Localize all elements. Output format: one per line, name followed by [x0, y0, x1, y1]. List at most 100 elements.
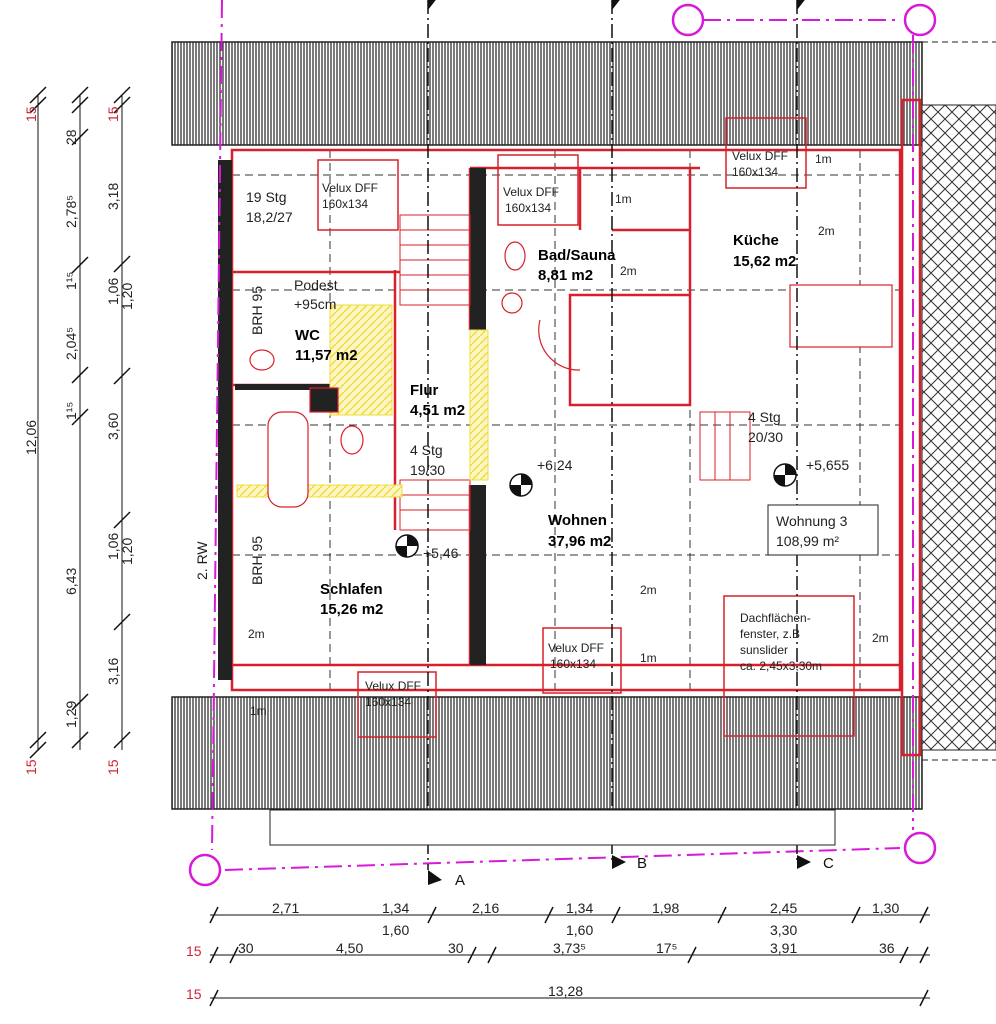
apartment-area: 108,99 m² — [776, 533, 839, 549]
level-l3: +5,46 — [423, 545, 459, 561]
flur-stair-ratio: 19/30 — [410, 462, 445, 478]
room-flur-name: Flur — [410, 382, 438, 399]
dim-b2-5: 17⁵ — [656, 940, 677, 956]
black-walls — [218, 160, 486, 680]
two-m-b: 2m — [620, 264, 637, 278]
two-m-d: 2m — [248, 627, 265, 641]
one-m-b: 1m — [815, 152, 832, 166]
stair-19-label: 19 Stg — [246, 189, 286, 205]
dim-left-inner-2: 1,06 — [105, 278, 121, 305]
yellow-zone-2 — [236, 484, 403, 498]
apartment-box — [767, 504, 879, 556]
dim-left-inner-4: 3,60 — [105, 413, 121, 440]
one-m-c: 1m — [640, 651, 657, 665]
level-l1: +6,24 — [537, 457, 573, 473]
dim-b1-4: 1,34 — [566, 900, 593, 916]
dim-b2-1: 30 — [238, 940, 254, 956]
dim-left-inner-6: 1,20 — [119, 538, 135, 565]
dim-left-outer-7: 6,43 — [63, 568, 79, 595]
dim-left-inner-7: 3,16 — [105, 658, 121, 685]
fixtures — [249, 241, 893, 508]
velux-5-label: Velux DFF — [365, 679, 421, 693]
roof-band-top — [171, 41, 923, 146]
room-schlafen-area: 15,26 m2 — [320, 601, 383, 618]
podest-height: +95cm — [294, 296, 336, 312]
dim-b2-2: 4,50 — [336, 940, 363, 956]
dim-left-inner-8: 15 — [105, 759, 121, 775]
room-kueche-name: Küche — [733, 232, 779, 249]
stairs — [399, 214, 751, 531]
dim-b1-8: 3,30 — [770, 922, 797, 938]
rw-label: 2. RW — [194, 541, 210, 580]
dim-left-outer-9: 15 — [23, 759, 39, 775]
dach-line-1: Dachflächen- — [740, 611, 811, 625]
section-label-b: B — [637, 855, 647, 872]
dim-left-outer-0: 15 — [23, 106, 39, 122]
room-wc-name: WC — [295, 327, 320, 344]
two-m-c: 2m — [640, 583, 657, 597]
brh-label-2: BRH 95 — [249, 536, 265, 585]
dim-b2-3: 30 — [448, 940, 464, 956]
dim-b2-7: 36 — [879, 940, 895, 956]
room-wohnen-area: 37,96 m2 — [548, 533, 611, 550]
room-schlafen-name: Schlafen — [320, 581, 383, 598]
dim-ticks — [29, 86, 929, 1007]
dim-left-outer-5: 1¹⁵ — [63, 402, 79, 420]
dim-b1-9: 1,30 — [872, 900, 899, 916]
dim-left-outer-1: 28 — [63, 129, 79, 145]
room-wc-area: 11,57 m2 — [295, 347, 358, 364]
velux-4-size: 160x134 — [550, 657, 596, 671]
room-bad-name: Bad/Sauna — [538, 247, 616, 264]
stair-19-ratio: 18,2/27 — [246, 209, 293, 225]
dim-b1-6: 1,98 — [652, 900, 679, 916]
section-arrows — [428, 0, 811, 885]
velux-1-label: Velux DFF — [322, 181, 378, 195]
dim-b2-4: 3,73⁵ — [553, 940, 586, 956]
yellow-zone-1 — [329, 304, 393, 416]
velux-windows — [317, 117, 855, 738]
kueche-stair-ratio: 20/30 — [748, 429, 783, 445]
dim-b1-0: 2,71 — [272, 900, 299, 916]
velux-5-size: 160x134 — [365, 695, 411, 709]
room-wohnen-name: Wohnen — [548, 512, 607, 529]
velux-3-size: 160x134 — [732, 165, 778, 179]
dim-left-outer-8: 1,29 — [63, 701, 79, 728]
two-m-a: 2m — [818, 224, 835, 238]
dim-left-inner-0: 15 — [105, 106, 121, 122]
dim-b1-5: 1,60 — [566, 922, 593, 938]
dim-left-outer-2: 2,78⁵ — [63, 195, 79, 228]
level-markers — [395, 463, 797, 558]
one-m-d: 1m — [250, 704, 267, 718]
room-flur-area: 4,51 m2 — [410, 402, 465, 419]
dach-line-4: ca. 2,45x3,30m — [740, 659, 822, 673]
dim-left-inner-1: 3,18 — [105, 183, 121, 210]
velux-4-label: Velux DFF — [548, 641, 604, 655]
room-kueche-area: 15,62 m2 — [733, 253, 796, 270]
dim-lines — [37, 95, 930, 999]
brh-label-1: BRH 95 — [249, 286, 265, 335]
dim-b2-0: 15 — [186, 943, 202, 959]
velux-2-size: 160x134 — [505, 201, 551, 215]
dim-left-outer-4: 2,04⁵ — [63, 327, 79, 360]
axis-lines — [211, 0, 914, 871]
section-label-c: C — [823, 855, 834, 872]
dach-line-2: fenster, z.B — [740, 627, 800, 641]
flur-stair-label: 4 Stg — [410, 442, 443, 458]
axis-markers — [188, 3, 937, 887]
dim-b2-6: 3,91 — [770, 940, 797, 956]
dim-b3-0: 15 — [186, 986, 202, 1002]
roof-band-bottom — [171, 696, 923, 810]
eave-box — [269, 809, 836, 846]
velux-3-label: Velux DFF — [732, 149, 788, 163]
dim-left-outer-3: 1¹⁵ — [63, 272, 79, 290]
dim-left-inner-5: 1,06 — [105, 533, 121, 560]
velux-2-label: Velux DFF — [503, 185, 559, 199]
room-bad-area: 8,81 m2 — [538, 267, 593, 284]
level-l2: +5,655 — [806, 457, 849, 473]
interior — [232, 150, 900, 690]
kueche-stair-label: 4 Stg — [748, 409, 781, 425]
dim-b1-7: 2,45 — [770, 900, 797, 916]
dim-b1-3: 2,16 — [472, 900, 499, 916]
dim-b1-1: 1,34 — [382, 900, 409, 916]
